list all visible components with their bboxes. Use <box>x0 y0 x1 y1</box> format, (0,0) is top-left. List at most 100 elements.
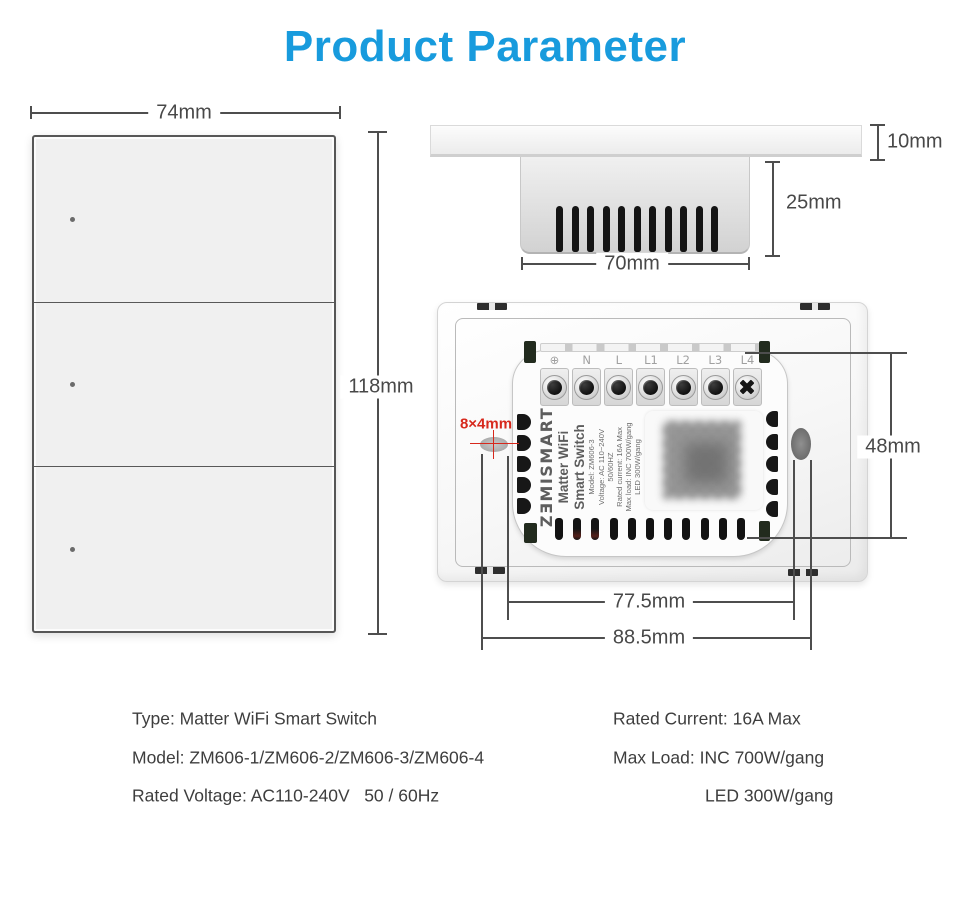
terminal-screw <box>670 374 696 400</box>
dim-label-front-height: 118mm <box>340 375 422 399</box>
gang-section-2 <box>34 301 334 467</box>
module-print-line: LED 300W/gang <box>633 439 643 495</box>
heat-slot <box>682 518 691 540</box>
dim-extension-line <box>481 454 483 650</box>
dim-cap <box>748 257 750 270</box>
button-indicator-dot <box>70 381 75 387</box>
vent-slot <box>695 206 703 252</box>
heat-slot <box>766 456 778 472</box>
terminal-label: L2 <box>676 353 690 367</box>
module-print: ZƎMISMART Matter WiFi Smart Switch Model… <box>537 371 643 563</box>
vent-slot <box>556 206 563 252</box>
terminal-l3: L3 <box>700 353 730 406</box>
spec-line-max-load: Max Load: INC 700W/gang <box>613 747 825 768</box>
terminal-screw <box>574 374 600 400</box>
terminal-screw <box>542 374 567 400</box>
terminal-label: ⊕ <box>549 353 560 367</box>
terminal-strip-top <box>540 343 762 352</box>
spec-line-led-load: LED 300W/gang <box>705 785 834 806</box>
heat-slot <box>766 478 778 495</box>
vent-slot <box>711 206 718 252</box>
heat-slot-row-bottom <box>555 518 745 540</box>
dim-line-25mm <box>772 161 774 256</box>
terminal-l2: L2 <box>668 353 698 406</box>
gang-section-1 <box>34 137 334 302</box>
heat-slot <box>517 435 531 451</box>
heat-slot-column-left <box>517 414 531 514</box>
heat-slot <box>517 477 531 493</box>
module-corner-slot <box>524 341 536 363</box>
wall-plate-side-view <box>430 125 862 157</box>
spec-line-model: Model: ZM606-1/ZM606-2/ZM606-3/ZM606-4 <box>132 747 485 768</box>
terminal-screw <box>638 374 664 400</box>
heat-slot <box>766 501 778 517</box>
dim-cap <box>30 106 32 119</box>
module-print-line: Voltage: AC 110~240V <box>596 428 606 506</box>
terminal-cell <box>604 368 634 406</box>
dim-cap <box>870 159 885 161</box>
terminal-screw <box>734 374 760 400</box>
terminal-label: L4 <box>740 353 755 367</box>
heat-slot <box>609 518 618 540</box>
terminal-cell <box>732 368 762 406</box>
dim-label-hole-spacing-inner: 77.5mm <box>604 590 694 614</box>
button-indicator-dot <box>70 216 75 222</box>
terminal-label: L <box>615 353 623 367</box>
terminal-cell <box>540 368 569 406</box>
module-print-line: 50/60HZ <box>605 452 615 482</box>
heat-slot-column-right <box>766 411 778 517</box>
terminal-n: N <box>572 353 602 406</box>
terminal-label: L1 <box>644 353 658 367</box>
heat-slot <box>555 518 563 540</box>
module-corner-slot <box>524 523 537 543</box>
vent-slot <box>649 206 656 252</box>
terminal-label: N <box>582 353 591 367</box>
dim-label-front-width: 74mm <box>148 101 220 125</box>
vent-slot-row <box>556 206 718 252</box>
spec-line-type: Type: Matter WiFi Smart Switch <box>132 708 378 729</box>
heat-slot <box>627 518 636 540</box>
dim-cap <box>765 255 780 257</box>
heat-slot <box>573 518 582 540</box>
dim-cap <box>339 106 341 119</box>
dim-label-mounting-hole: 8×4mm <box>459 415 513 433</box>
front-panel <box>32 135 336 633</box>
module-print-line: Smart Switch <box>571 424 587 510</box>
brand-logo-text: ZƎMISMART <box>537 406 557 528</box>
page-title: Product Parameter <box>283 22 687 71</box>
dim-label-thickness: 10mm <box>887 130 943 153</box>
mounting-clip <box>788 569 818 576</box>
vent-slot <box>618 206 625 252</box>
dim-cap <box>368 633 387 635</box>
heat-slot <box>700 518 709 540</box>
module-print-line: Model: ZM606-3 <box>587 439 597 495</box>
heat-slot <box>517 456 531 472</box>
mounting-clip <box>475 567 505 574</box>
dim-cap <box>870 124 885 126</box>
heat-slot <box>766 433 778 450</box>
heat-slot <box>645 518 654 540</box>
dim-line-48mm <box>745 352 907 354</box>
terminal-screw <box>702 374 728 400</box>
heat-slot <box>517 414 531 430</box>
qr-code-label <box>645 411 763 510</box>
heat-slot <box>591 518 600 540</box>
dim-line-48mm <box>747 537 907 539</box>
module-print-line: Rated current: 16A Max <box>615 427 624 507</box>
terminal-cell <box>636 368 666 406</box>
dim-extension-line <box>810 460 812 650</box>
dim-label-module-height: 48mm <box>857 435 929 459</box>
terminal-l4: L4 <box>732 353 762 406</box>
dim-line-10mm <box>877 125 879 160</box>
module-print-line: Max load: INC 700W/gang <box>624 422 634 512</box>
terminal-l1: L1 <box>636 353 666 406</box>
spec-line-current: Rated Current: 16A Max <box>613 708 801 729</box>
back-panel-inner-frame <box>455 318 851 567</box>
heat-slot <box>736 518 745 540</box>
dim-cap <box>368 131 387 133</box>
terminal-screw <box>606 374 632 400</box>
crosshair-line <box>493 430 495 459</box>
heat-slot <box>517 498 531 514</box>
dim-extension-line <box>507 456 509 620</box>
